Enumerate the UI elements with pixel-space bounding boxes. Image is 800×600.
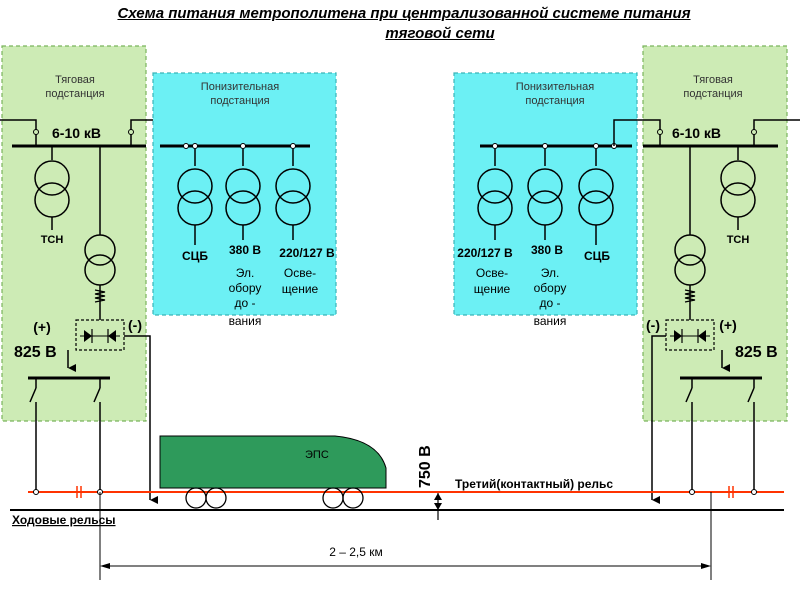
feeder-line: [753, 119, 800, 146]
stepdown-label: Понизительная: [201, 81, 279, 93]
equipment-label: Эл.: [541, 266, 560, 280]
rectifier-transformer-icon: [674, 234, 706, 266]
bus-voltage-label: 6-10 кВ: [672, 125, 721, 141]
distance-label: 2 – 2,5 км: [329, 545, 383, 559]
dc-voltage-label: 825 В: [735, 344, 778, 361]
feeder-terminal: [751, 129, 757, 135]
equipment-label-2: обору: [534, 281, 567, 295]
traction-substation-left: Тяговая подстанция 6-10 кВ ТСН (+) (-) 8…: [0, 45, 187, 504]
traction-substation-label-2: подстанция: [683, 88, 742, 100]
rectifier-transformer-icon: [84, 234, 116, 266]
train-label: ЭПС: [305, 449, 329, 461]
return-line: [124, 335, 158, 504]
tsn-label: ТСН: [727, 234, 750, 246]
tap-terminal-3: [593, 143, 599, 149]
running-rails-label: Ходовые рельсы: [12, 513, 116, 527]
stepdown-substation-right: Понизительная подстанция 220/127 В 380 В…: [453, 72, 638, 328]
train-body: [159, 435, 387, 489]
switch-blade: [685, 387, 693, 403]
feed-point: [33, 489, 39, 495]
equipment-transformer-icon: [527, 168, 563, 204]
plus-polarity-label: (+): [719, 317, 737, 333]
lighting-label-2: щение: [474, 282, 511, 296]
feed-point-4: [751, 489, 757, 495]
tap-terminal: [492, 143, 498, 149]
equipment-label-3: до -: [539, 296, 560, 310]
traction-substation-label: Тяговая: [693, 74, 733, 86]
lighting-label-2: щение: [282, 282, 319, 296]
winding-icon: [684, 289, 696, 303]
title-line-1: Схема питания метрополитена при централи…: [117, 5, 691, 22]
traction-substation-right: Тяговая подстанция 6-10 кВ ТСН (-) (+) 8…: [613, 45, 800, 504]
tap-terminal: [192, 143, 198, 149]
equipment-label-2: обору: [229, 281, 262, 295]
link-terminal: [657, 129, 663, 135]
signal-transformer-icon: [578, 168, 614, 204]
stepdown-substation-left: Понизительная подстанция СЦБ 380 В 220/1…: [152, 72, 337, 328]
dimension-arrow-left: [100, 563, 110, 569]
wheel-icon-2: [205, 487, 227, 509]
feed-point-3: [689, 489, 695, 495]
lighting-transformer-icon: [275, 168, 311, 204]
lighting-voltage-label: 220/127 В: [279, 246, 335, 260]
lighting-label: Осве-: [476, 266, 508, 280]
equipment-label: Эл.: [236, 266, 255, 280]
traction-substation-label: Тяговая: [55, 74, 95, 86]
signal-label: СЦБ: [182, 249, 208, 263]
rectifier-box: [665, 319, 715, 351]
feeder-line: [0, 119, 37, 146]
equipment-transformer-icon: [225, 168, 261, 204]
switch-blade: [29, 387, 37, 403]
link-terminal: [128, 129, 134, 135]
signal-transformer-icon: [177, 168, 213, 204]
equipment-voltage-label: 380 В: [229, 243, 261, 257]
title-line-2: тяговой сети: [385, 25, 495, 42]
stepdown-label-2: подстанция: [210, 95, 269, 107]
feeder-terminal: [33, 129, 39, 135]
dc-voltage-label: 825 В: [14, 344, 57, 361]
switch-blade-2: [747, 387, 755, 403]
contact-voltage-label: 750 В: [417, 445, 434, 488]
tap-terminal-2: [240, 143, 246, 149]
lighting-transformer-icon: [477, 168, 513, 204]
equipment-label-4: вания: [229, 314, 262, 328]
stepdown-label-2: подстанция: [525, 95, 584, 107]
equipment-label-4: вания: [534, 314, 567, 328]
stepdown-terminal: [183, 143, 189, 149]
third-rail-label: Третий(контактный) рельс: [455, 477, 613, 491]
return-line: [651, 335, 666, 504]
tap-terminal-3: [290, 143, 296, 149]
stepdown-label: Понизительная: [516, 81, 594, 93]
dimension-arrow-right: [701, 563, 711, 569]
voltage-arrow-up: [434, 493, 442, 500]
diagram-title: Схема питания метрополитена при централи…: [0, 4, 800, 44]
bus-voltage-label: 6-10 кВ: [52, 125, 101, 141]
plus-polarity-label: (+): [33, 319, 51, 335]
rectifier-box: [75, 319, 125, 351]
stepdown-substation-box: [152, 72, 337, 316]
traction-substation-box: [642, 45, 788, 422]
traction-substation-label-2: подстанция: [45, 88, 104, 100]
voltage-arrow-down: [434, 503, 442, 510]
equipment-label-3: до -: [234, 296, 255, 310]
track: Ходовые рельсы Третий(контактный) рельс …: [10, 435, 784, 580]
minus-polarity-label: (-): [646, 317, 660, 333]
switch-blade-2: [93, 387, 101, 403]
winding-icon: [94, 289, 106, 303]
wheel-icon-4: [342, 487, 364, 509]
lighting-voltage-label: 220/127 В: [457, 246, 513, 260]
tap-terminal-2: [542, 143, 548, 149]
lighting-label: Осве-: [284, 266, 316, 280]
signal-label: СЦБ: [584, 249, 610, 263]
tsn-label: ТСН: [41, 234, 64, 246]
minus-polarity-label: (-): [128, 317, 142, 333]
equipment-voltage-label: 380 В: [531, 243, 563, 257]
tsn-transformer-icon: [720, 160, 756, 196]
tsn-transformer-icon: [34, 160, 70, 196]
traction-substation-box: [1, 45, 147, 422]
